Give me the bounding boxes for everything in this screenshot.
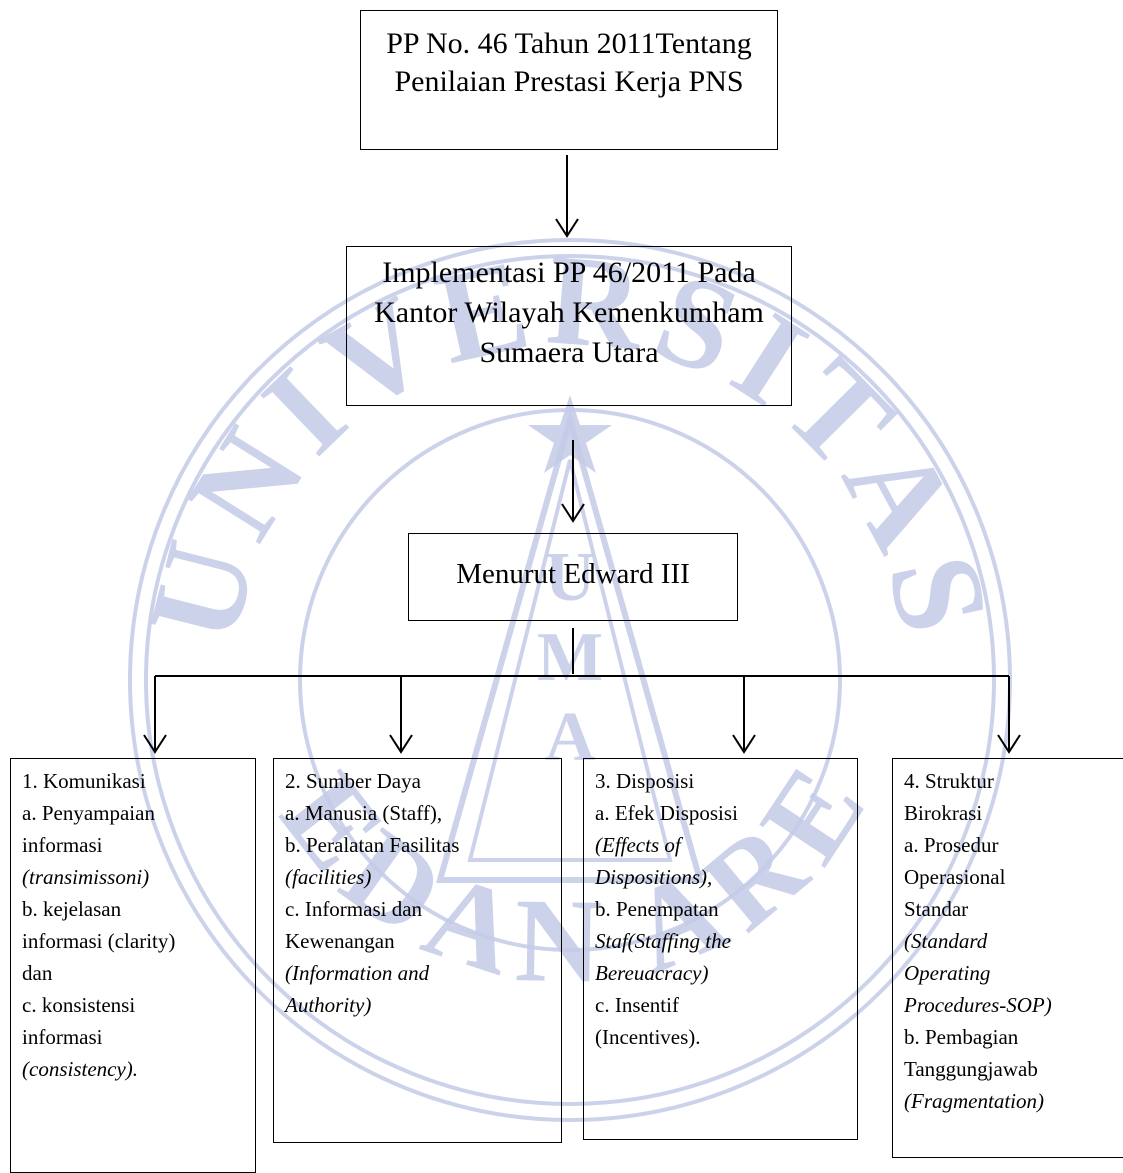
factor-2-line: c. Informasi dan bbox=[285, 897, 423, 921]
arrow-head-icon bbox=[561, 503, 585, 523]
factor-3-line: Bereuacracy) bbox=[595, 961, 709, 985]
implementation-box: Implementasi PP 46/2011 Pada Kantor Wila… bbox=[346, 246, 792, 406]
factor-2-line: a. Manusia (Staff), bbox=[285, 801, 443, 825]
implementation-line-2: Kantor Wilayah Kemenkumham bbox=[374, 296, 764, 329]
arrow-head-icon bbox=[732, 734, 756, 754]
edward-theory-label: Menurut Edward III bbox=[456, 558, 690, 590]
factor-2-line: 2. Sumber Daya bbox=[285, 769, 421, 793]
factor-4-line: (Standard bbox=[904, 929, 988, 953]
factor-3-line: 3. Disposisi bbox=[595, 769, 695, 793]
factor-box-sumber-daya: 2. Sumber Daya a. Manusia (Staff), b. Pera… bbox=[273, 758, 562, 1143]
factor-3-line: Staf(Staffing the bbox=[595, 929, 731, 953]
factor-4-line: Standar bbox=[904, 897, 969, 921]
factor-box-komunikasi: 1. Komunikasi a. Penyampaian informasi (tra… bbox=[10, 758, 256, 1173]
factor-1-line: b. kejelasan bbox=[22, 897, 122, 921]
factor-1-line: c. konsistensi bbox=[22, 993, 136, 1017]
regulation-box: PP No. 46 Tahun 2011Tentang Penilaian Pr… bbox=[360, 10, 778, 150]
factor-3-line: c. Insentif bbox=[595, 993, 679, 1017]
factor-box-disposisi: 3. Disposisi a. Efek Disposisi (Effects of… bbox=[583, 758, 858, 1140]
implementation-line-1: Implementasi PP 46/2011 Pada bbox=[382, 256, 756, 289]
factor-1-line: (transimissoni) bbox=[22, 865, 150, 889]
factor-4-line: 4. Struktur bbox=[904, 769, 994, 793]
factor-1-line: (consistency). bbox=[22, 1057, 139, 1081]
factor-4-line: a. Prosedur bbox=[904, 833, 999, 857]
arrow-head-icon bbox=[389, 734, 413, 754]
regulation-line-1: PP No. 46 Tahun 2011Tentang bbox=[386, 27, 752, 60]
arrow-head-icon bbox=[555, 218, 579, 238]
factor-2-line: (facilities) bbox=[285, 865, 372, 889]
factor-4-line: Birokrasi bbox=[904, 801, 983, 825]
factor-2-line: Authority) bbox=[285, 993, 372, 1017]
factor-4-line: Procedures-SOP) bbox=[904, 993, 1052, 1017]
factor-1-line: dan bbox=[22, 961, 53, 985]
factor-3-line: b. Penempatan bbox=[595, 897, 719, 921]
factor-2-line: b. Peralatan Fasilitas bbox=[285, 833, 460, 857]
arrow-head-icon bbox=[143, 734, 167, 754]
factor-1-line: 1. Komunikasi bbox=[22, 769, 146, 793]
arrow-head-icon bbox=[997, 734, 1021, 754]
implementation-line-3: Sumaera Utara bbox=[479, 336, 659, 369]
factor-1-line: informasi bbox=[22, 1025, 103, 1049]
factor-2-line: (Information and bbox=[285, 961, 430, 985]
factor-4-line: (Fragmentation) bbox=[904, 1089, 1044, 1113]
edward-theory-box: Menurut Edward III bbox=[408, 533, 738, 621]
factor-3-line: (Incentives). bbox=[595, 1025, 701, 1049]
factor-3-line: a. Efek Disposisi bbox=[595, 801, 738, 825]
factor-4-line: Operating bbox=[904, 961, 991, 985]
factor-1-line: a. Penyampaian bbox=[22, 801, 155, 825]
factor-1-line: informasi (clarity) bbox=[22, 929, 176, 953]
factor-3-line: (Effects of bbox=[595, 833, 681, 857]
factor-1-line: informasi bbox=[22, 833, 103, 857]
factor-4-line: b. Pembagian bbox=[904, 1025, 1019, 1049]
factor-4-line: Operasional bbox=[904, 865, 1006, 889]
factor-4-line: Tanggungjawab bbox=[904, 1057, 1038, 1081]
factor-3-line: Dispositions), bbox=[595, 865, 713, 889]
factor-2-line: Kewenangan bbox=[285, 929, 395, 953]
regulation-line-2: Penilaian Prestasi Kerja PNS bbox=[394, 65, 744, 98]
